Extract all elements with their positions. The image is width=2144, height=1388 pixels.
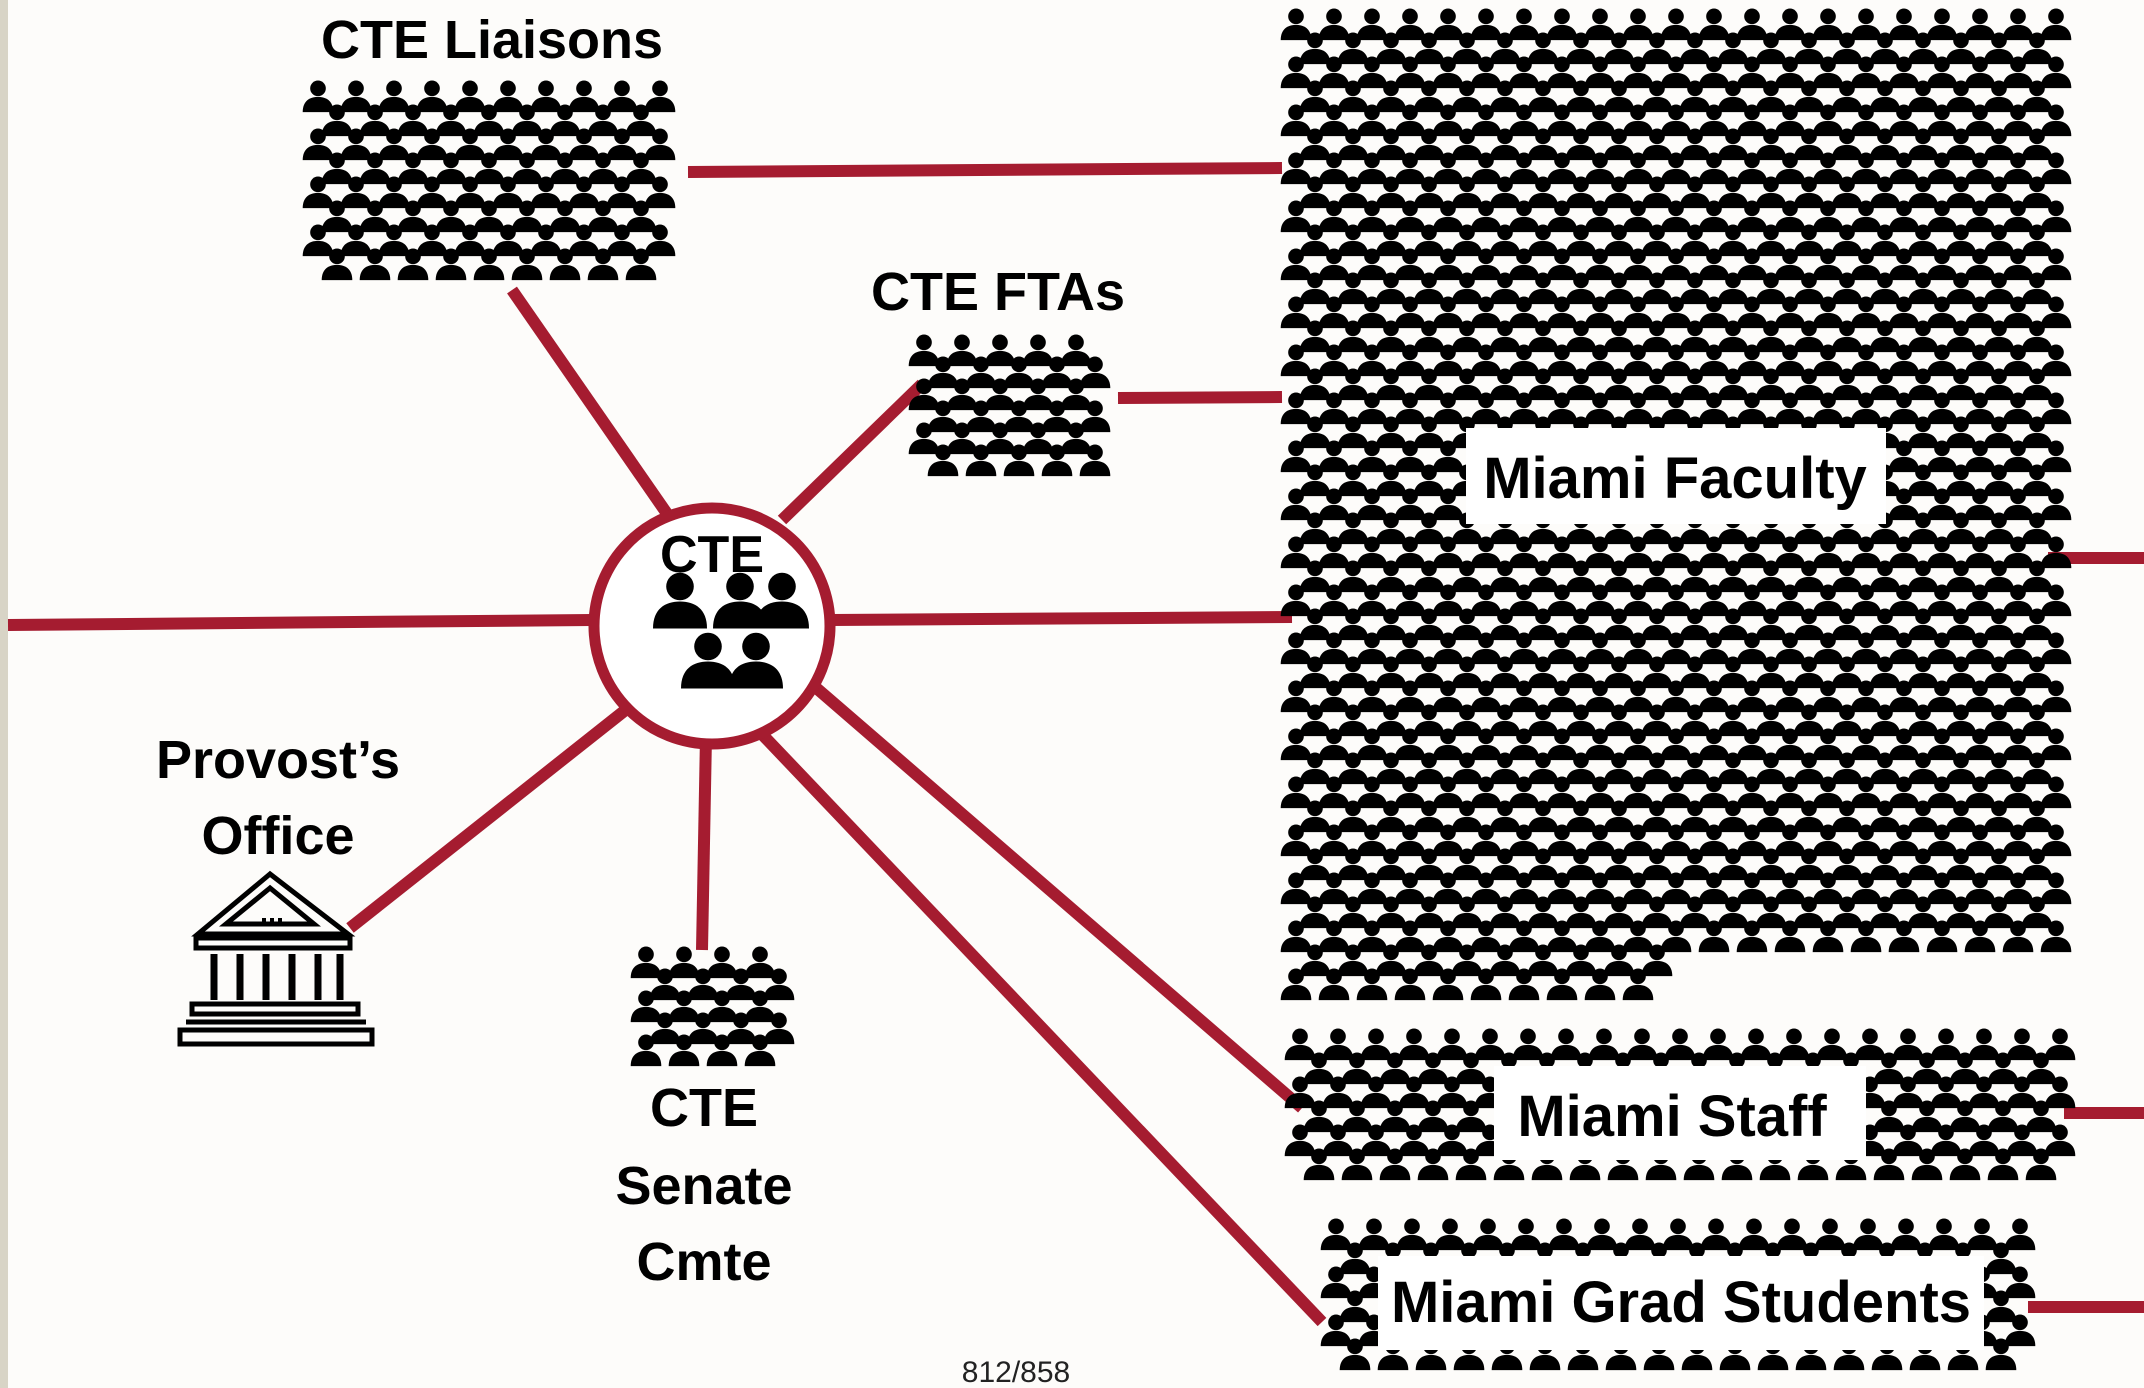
connector-center-ftas bbox=[777, 379, 927, 525]
provost-label-line2: Office bbox=[201, 806, 354, 866]
cte-liaisons-crowd-icon bbox=[302, 80, 676, 281]
miami-staff-label: Miami Staff bbox=[1517, 1084, 1827, 1149]
connector-ftas-faculty bbox=[1117, 391, 1283, 404]
provost-label-line1: Provost’s bbox=[156, 730, 400, 790]
connector-center-senate bbox=[696, 735, 712, 951]
connector-lines bbox=[7, 162, 2144, 1327]
connector-center-staff bbox=[810, 681, 1306, 1113]
senate-label-line3: Cmte bbox=[636, 1232, 771, 1292]
connector-liaisons-faculty bbox=[687, 162, 1283, 178]
senate-label-line2: Senate bbox=[615, 1156, 792, 1216]
cte-ftas-label: CTE FTAs bbox=[871, 262, 1125, 322]
connector-center-liaisons bbox=[507, 286, 675, 522]
faculty-label-box: Miami Faculty bbox=[1466, 428, 1886, 524]
miami-faculty-label: Miami Faculty bbox=[1483, 446, 1867, 511]
cte-center-node: CTE bbox=[588, 502, 836, 750]
cte-senate-crowd-icon bbox=[630, 946, 795, 1067]
cte-liaisons-label: CTE Liaisons bbox=[321, 10, 663, 70]
grad-label-box: Miami Grad Students bbox=[1378, 1256, 1984, 1350]
connector-center-grad bbox=[753, 725, 1327, 1327]
cte-ftas-crowd-icon bbox=[908, 334, 1111, 477]
left-edge-bar bbox=[0, 0, 8, 1388]
miami-grad-students-label: Miami Grad Students bbox=[1391, 1270, 1971, 1335]
connector-center-provost bbox=[346, 703, 632, 933]
connector-center-faculty bbox=[831, 611, 1293, 626]
senate-label-line1: CTE bbox=[650, 1078, 758, 1138]
page-number: 812/858 bbox=[962, 1356, 1070, 1388]
staff-label-box: Miami Staff bbox=[1494, 1066, 1866, 1160]
provost-building-icon bbox=[177, 870, 375, 1047]
connector-left-offpage bbox=[7, 614, 593, 631]
